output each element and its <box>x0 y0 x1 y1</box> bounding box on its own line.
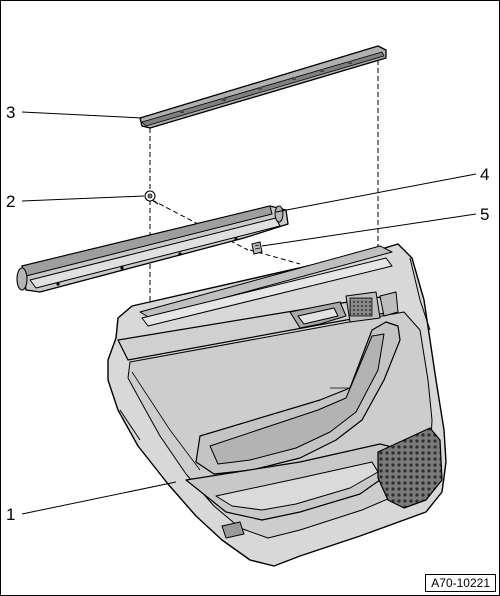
callout-5: 5 <box>480 205 489 224</box>
window-seal-strip <box>139 45 387 129</box>
trim-strip <box>16 205 289 293</box>
retaining-clip <box>251 241 263 255</box>
callout-2: 2 <box>6 192 15 211</box>
callout-3: 3 <box>6 103 15 122</box>
callout-leaders <box>21 111 477 515</box>
door-trim-panel <box>107 243 447 567</box>
callout-1: 1 <box>6 505 15 524</box>
callout-labels: 3 2 4 5 1 <box>6 103 489 524</box>
clip <box>144 190 159 205</box>
figure-id-label: A70-10221 <box>425 574 496 592</box>
callout-4: 4 <box>480 165 489 184</box>
